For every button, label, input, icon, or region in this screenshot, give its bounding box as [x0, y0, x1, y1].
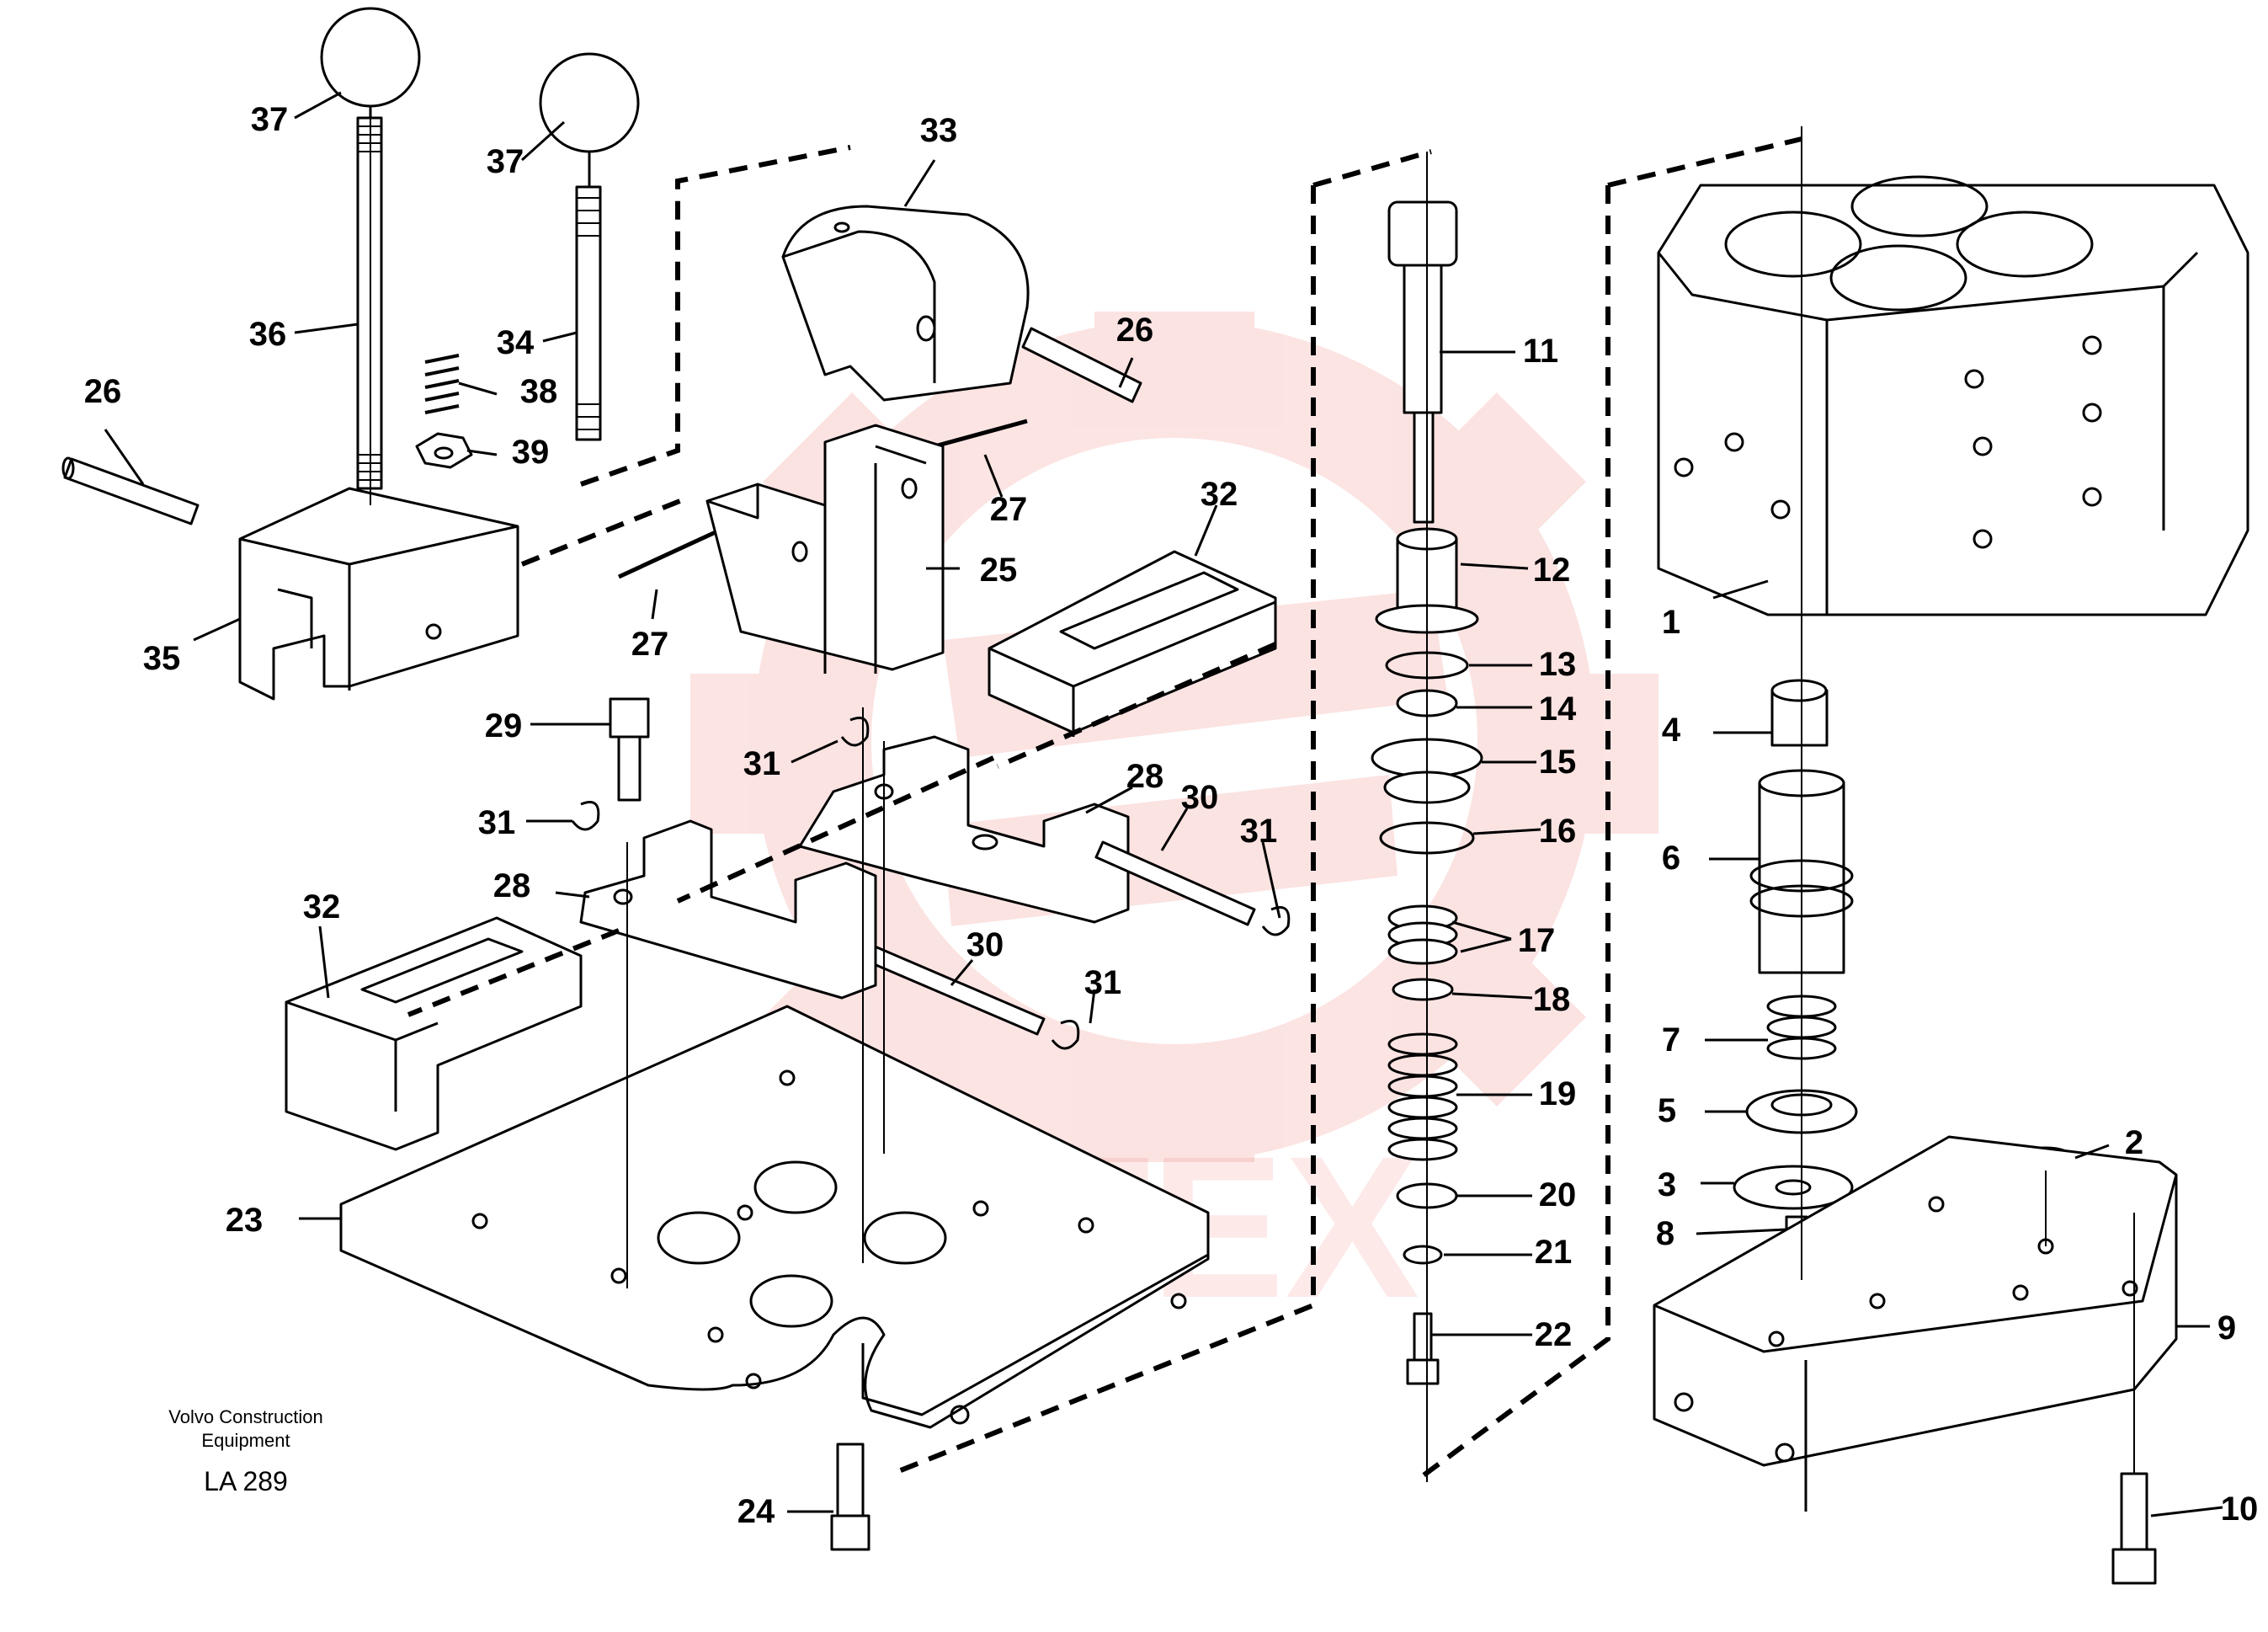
- circlip-31-b-icon: [571, 801, 600, 831]
- manufacturer-line-1: Volvo Construction: [168, 1406, 322, 1427]
- part-label: 21: [1535, 1234, 1573, 1271]
- part-label: 4: [1662, 712, 1681, 749]
- circlip-31-d-icon: [1051, 1020, 1080, 1050]
- washer-21-icon: [1403, 1245, 1443, 1265]
- manufacturer-line-2: Equipment: [201, 1430, 290, 1451]
- part-label: 18: [1533, 981, 1571, 1018]
- part-label: 32: [303, 888, 341, 925]
- part-label: 28: [1126, 758, 1164, 795]
- part-label: 13: [1539, 646, 1577, 683]
- part-label: 31: [1084, 964, 1122, 1001]
- part-label: 3: [1658, 1166, 1676, 1203]
- part-label: 31: [1240, 813, 1278, 850]
- part-label: 22: [1535, 1316, 1573, 1353]
- spring-19-icon: [1387, 1032, 1458, 1161]
- washer-18-icon: [1392, 978, 1454, 1001]
- spring-38-icon: [424, 354, 460, 414]
- part-label: 26: [84, 373, 122, 410]
- frame-32-upper-icon: [988, 550, 1277, 737]
- base-plate-23-icon: [339, 1005, 1210, 1429]
- pin-27-lower-icon: [617, 524, 730, 579]
- part-label: 33: [920, 112, 958, 149]
- spool-11-icon: [1387, 200, 1458, 524]
- part-label: 16: [1539, 813, 1577, 850]
- seal-3-icon: [1733, 1165, 1854, 1210]
- part-label: 1: [1662, 604, 1680, 641]
- part-label: 6: [1662, 840, 1680, 877]
- drawing-code: LA 289: [204, 1466, 288, 1496]
- part-label: 37: [251, 101, 289, 138]
- part-label: 25: [980, 552, 1018, 589]
- cam-33-icon: [781, 205, 1030, 402]
- assembly-guide-lines: [407, 136, 1802, 1485]
- part-label: 32: [1201, 476, 1238, 513]
- screw-29-icon: [609, 697, 650, 802]
- part-label: 7: [1662, 1021, 1680, 1059]
- pin-27-upper-icon: [934, 419, 1028, 449]
- part-label: 14: [1539, 691, 1577, 728]
- part-label: 30: [1181, 779, 1219, 816]
- valve-block-1-icon: [1657, 175, 2249, 616]
- part-label: 36: [249, 316, 287, 353]
- part-label: 2: [2125, 1124, 2143, 1161]
- bracket-28-lower-icon: [579, 819, 877, 1000]
- part-label: 30: [966, 926, 1004, 963]
- bracket-25-icon: [705, 424, 945, 674]
- pin-30-right-icon: [1094, 840, 1256, 926]
- bolt-24-icon: [830, 1443, 870, 1551]
- part-label: 34: [497, 324, 535, 361]
- part-label: 19: [1539, 1075, 1577, 1112]
- part-label: 39: [512, 434, 550, 471]
- part-label: 12: [1533, 552, 1571, 589]
- part-label: 37: [487, 143, 524, 180]
- circlip-31-a-icon: [840, 717, 870, 747]
- cap-4-icon: [1770, 679, 1829, 747]
- part-label: 23: [226, 1202, 264, 1239]
- circlip-31-c-icon: [1261, 906, 1291, 936]
- part-label: 15: [1539, 744, 1577, 781]
- nut-39-icon: [415, 432, 473, 469]
- pin-26-left-icon: [61, 456, 200, 525]
- part-label: 8: [1656, 1215, 1674, 1252]
- part-label: 27: [631, 626, 669, 663]
- part-label: 24: [737, 1493, 775, 1530]
- part-label: 35: [143, 640, 181, 677]
- part-label: 28: [493, 867, 531, 904]
- end-plate-9-icon: [1653, 1135, 2178, 1512]
- part-label: 31: [743, 745, 781, 782]
- spring-cups-17-icon: [1387, 904, 1458, 965]
- part-label: 27: [990, 491, 1028, 528]
- leader-lines: [104, 91, 2223, 1517]
- bracket-28-upper-icon: [798, 735, 1130, 924]
- knob-ball-right-icon: [539, 52, 640, 187]
- part-label: 17: [1518, 922, 1556, 959]
- frame-32-lower-icon: [285, 916, 583, 1151]
- lever-rod-34-icon: [575, 185, 602, 441]
- pin-26-right-icon: [1021, 327, 1142, 403]
- part-label: 10: [2221, 1491, 2259, 1528]
- knob-ball-left-icon: [320, 7, 421, 118]
- part-label: 29: [485, 707, 523, 744]
- bolt-10-icon: [2111, 1472, 2157, 1585]
- axis-lines: [370, 118, 2135, 1482]
- part-label: 38: [520, 373, 558, 410]
- bracket-35-icon: [238, 487, 519, 701]
- part-label: 20: [1539, 1176, 1577, 1213]
- part-label: 9: [2217, 1309, 2236, 1347]
- part-label: 11: [1523, 333, 1558, 370]
- part-label: 26: [1116, 312, 1154, 349]
- part-label: 31: [478, 804, 516, 841]
- part-label: 5: [1658, 1092, 1676, 1129]
